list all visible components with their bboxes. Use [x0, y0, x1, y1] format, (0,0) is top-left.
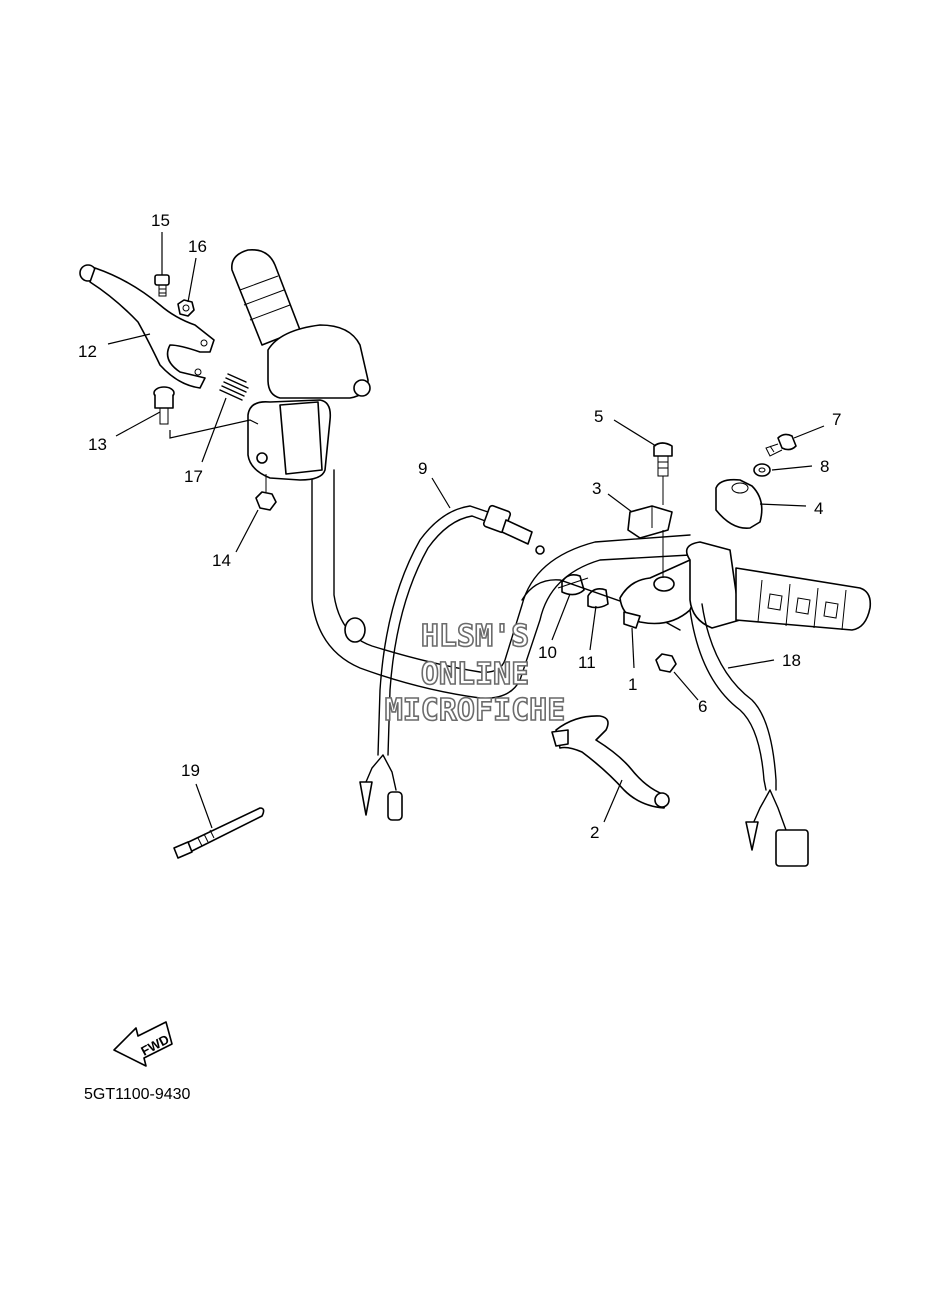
callout-12: 12	[78, 342, 97, 361]
callout-7: 7	[832, 410, 841, 429]
part-6-nut	[655, 653, 677, 673]
callout-4: 4	[814, 499, 823, 518]
part-18-cable	[689, 603, 809, 867]
part-2-right-lever	[551, 715, 670, 809]
part-13-bolt	[153, 386, 175, 425]
callout-5: 5	[594, 407, 603, 426]
callout-16: 16	[188, 237, 207, 256]
part-9-cable	[359, 504, 545, 821]
fwd-arrow-icon: FWD	[113, 1021, 173, 1067]
left-lever-holder	[247, 399, 332, 481]
part-4-throttle-housing	[715, 478, 763, 529]
part-3-switch	[627, 505, 673, 539]
bracket-13-17	[169, 419, 259, 439]
callout-19: 19	[181, 761, 200, 780]
callout-3: 3	[592, 479, 601, 498]
part-15-bolt	[154, 274, 170, 297]
callout-17: 17	[184, 467, 203, 486]
part-11-clamp	[587, 588, 609, 609]
callout-2: 2	[590, 823, 599, 842]
part-7-screw	[765, 433, 797, 457]
left-grip	[231, 248, 301, 346]
part-14-nut	[255, 474, 277, 511]
right-grip	[685, 541, 872, 631]
callout-11: 11	[578, 653, 596, 672]
watermark-line-2: ONLINE	[421, 657, 529, 692]
leader-lines	[107, 232, 825, 829]
diagram-code: 5GT1100-9430	[84, 1086, 191, 1103]
part-16-nut	[177, 299, 195, 317]
callout-numbers: 15 16 12 13 17 14 5 7 8 3 4 9 10 11 1 6 …	[78, 211, 841, 842]
callout-6: 6	[698, 697, 707, 716]
throttle-cable	[521, 579, 681, 631]
callout-10: 10	[538, 643, 557, 662]
part-1-lever-holder	[619, 530, 704, 629]
part-19-cable-tie	[173, 807, 265, 859]
watermark: HLSM'S ONLINE MICROFICHE	[384, 618, 566, 729]
handlebar	[311, 469, 691, 699]
callout-18: 18	[782, 651, 801, 670]
callout-14: 14	[212, 551, 231, 570]
left-switch-housing	[267, 324, 371, 399]
callout-13: 13	[88, 435, 107, 454]
callout-8: 8	[820, 457, 829, 476]
callout-1: 1	[628, 675, 637, 694]
part-17-spring	[219, 373, 249, 401]
part-12-left-lever	[79, 264, 215, 389]
watermark-line-3: MICROFICHE	[385, 693, 566, 728]
part-5-bolt	[653, 442, 673, 505]
callout-15: 15	[151, 211, 170, 230]
callout-9: 9	[418, 459, 427, 478]
watermark-line-1: HLSM'S	[421, 619, 529, 654]
part-8-washer	[753, 463, 771, 477]
